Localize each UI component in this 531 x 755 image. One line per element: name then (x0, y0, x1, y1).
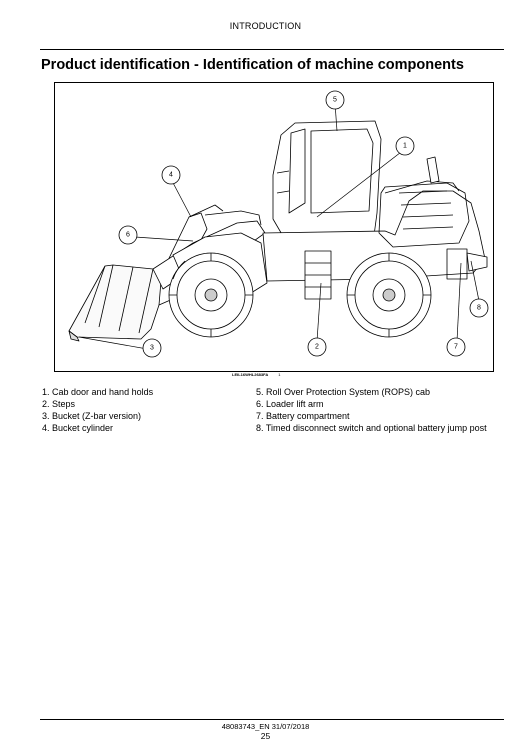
callout-6: 6 (118, 225, 138, 245)
page-number: 25 (260, 731, 271, 741)
figure-code-suffix: 1 (278, 372, 281, 377)
legend-item: 7. Battery compartment (256, 411, 350, 421)
callout-2: 2 (307, 337, 327, 357)
section-header: INTRODUCTION (229, 21, 302, 31)
header-rule (40, 49, 504, 50)
legend-item: 1. Cab door and hand holds (42, 387, 154, 397)
figure-code: LEIL16WHL2683FA 1 (232, 372, 280, 377)
legend-item: 4. Bucket cylinder (42, 423, 114, 433)
svg-text:4: 4 (169, 172, 173, 179)
legend-item: 6. Loader lift arm (256, 399, 324, 409)
svg-text:1: 1 (403, 143, 407, 150)
footer-rule (40, 719, 504, 720)
legend-item: 5. Roll Over Protection System (ROPS) ca… (256, 387, 431, 397)
legend-left: 1. Cab door and hand holds 2. Steps 3. B… (42, 386, 153, 434)
page-title: Product identification - Identification … (41, 57, 464, 73)
wheel-loader-drawing: 5 1 4 6 3 2 7 8 (68, 90, 489, 358)
callout-4: 4 (161, 165, 181, 185)
callout-8: 8 (469, 298, 489, 318)
svg-text:8: 8 (477, 305, 481, 312)
machine-illustration: 5 1 4 6 3 2 7 8 (54, 82, 494, 372)
footer-doc-ref: 48083743_EN 31/07/2018 (221, 722, 310, 731)
legend-item: 2. Steps (42, 399, 76, 409)
callout-3: 3 (142, 338, 162, 358)
svg-text:7: 7 (454, 344, 458, 351)
legend-item: 8. Timed disconnect switch and optional … (256, 423, 487, 433)
legend-item: 3. Bucket (Z-bar version) (42, 411, 142, 421)
svg-text:6: 6 (126, 232, 130, 239)
svg-text:3: 3 (150, 345, 154, 352)
callout-1: 1 (395, 136, 415, 156)
callout-5: 5 (325, 90, 345, 110)
legend-right: 5. Roll Over Protection System (ROPS) ca… (256, 386, 487, 434)
figure-code-text: LEIL16WHL2683FA (232, 372, 269, 377)
svg-text:5: 5 (333, 97, 337, 104)
callout-7: 7 (446, 337, 466, 357)
svg-text:2: 2 (315, 344, 319, 351)
